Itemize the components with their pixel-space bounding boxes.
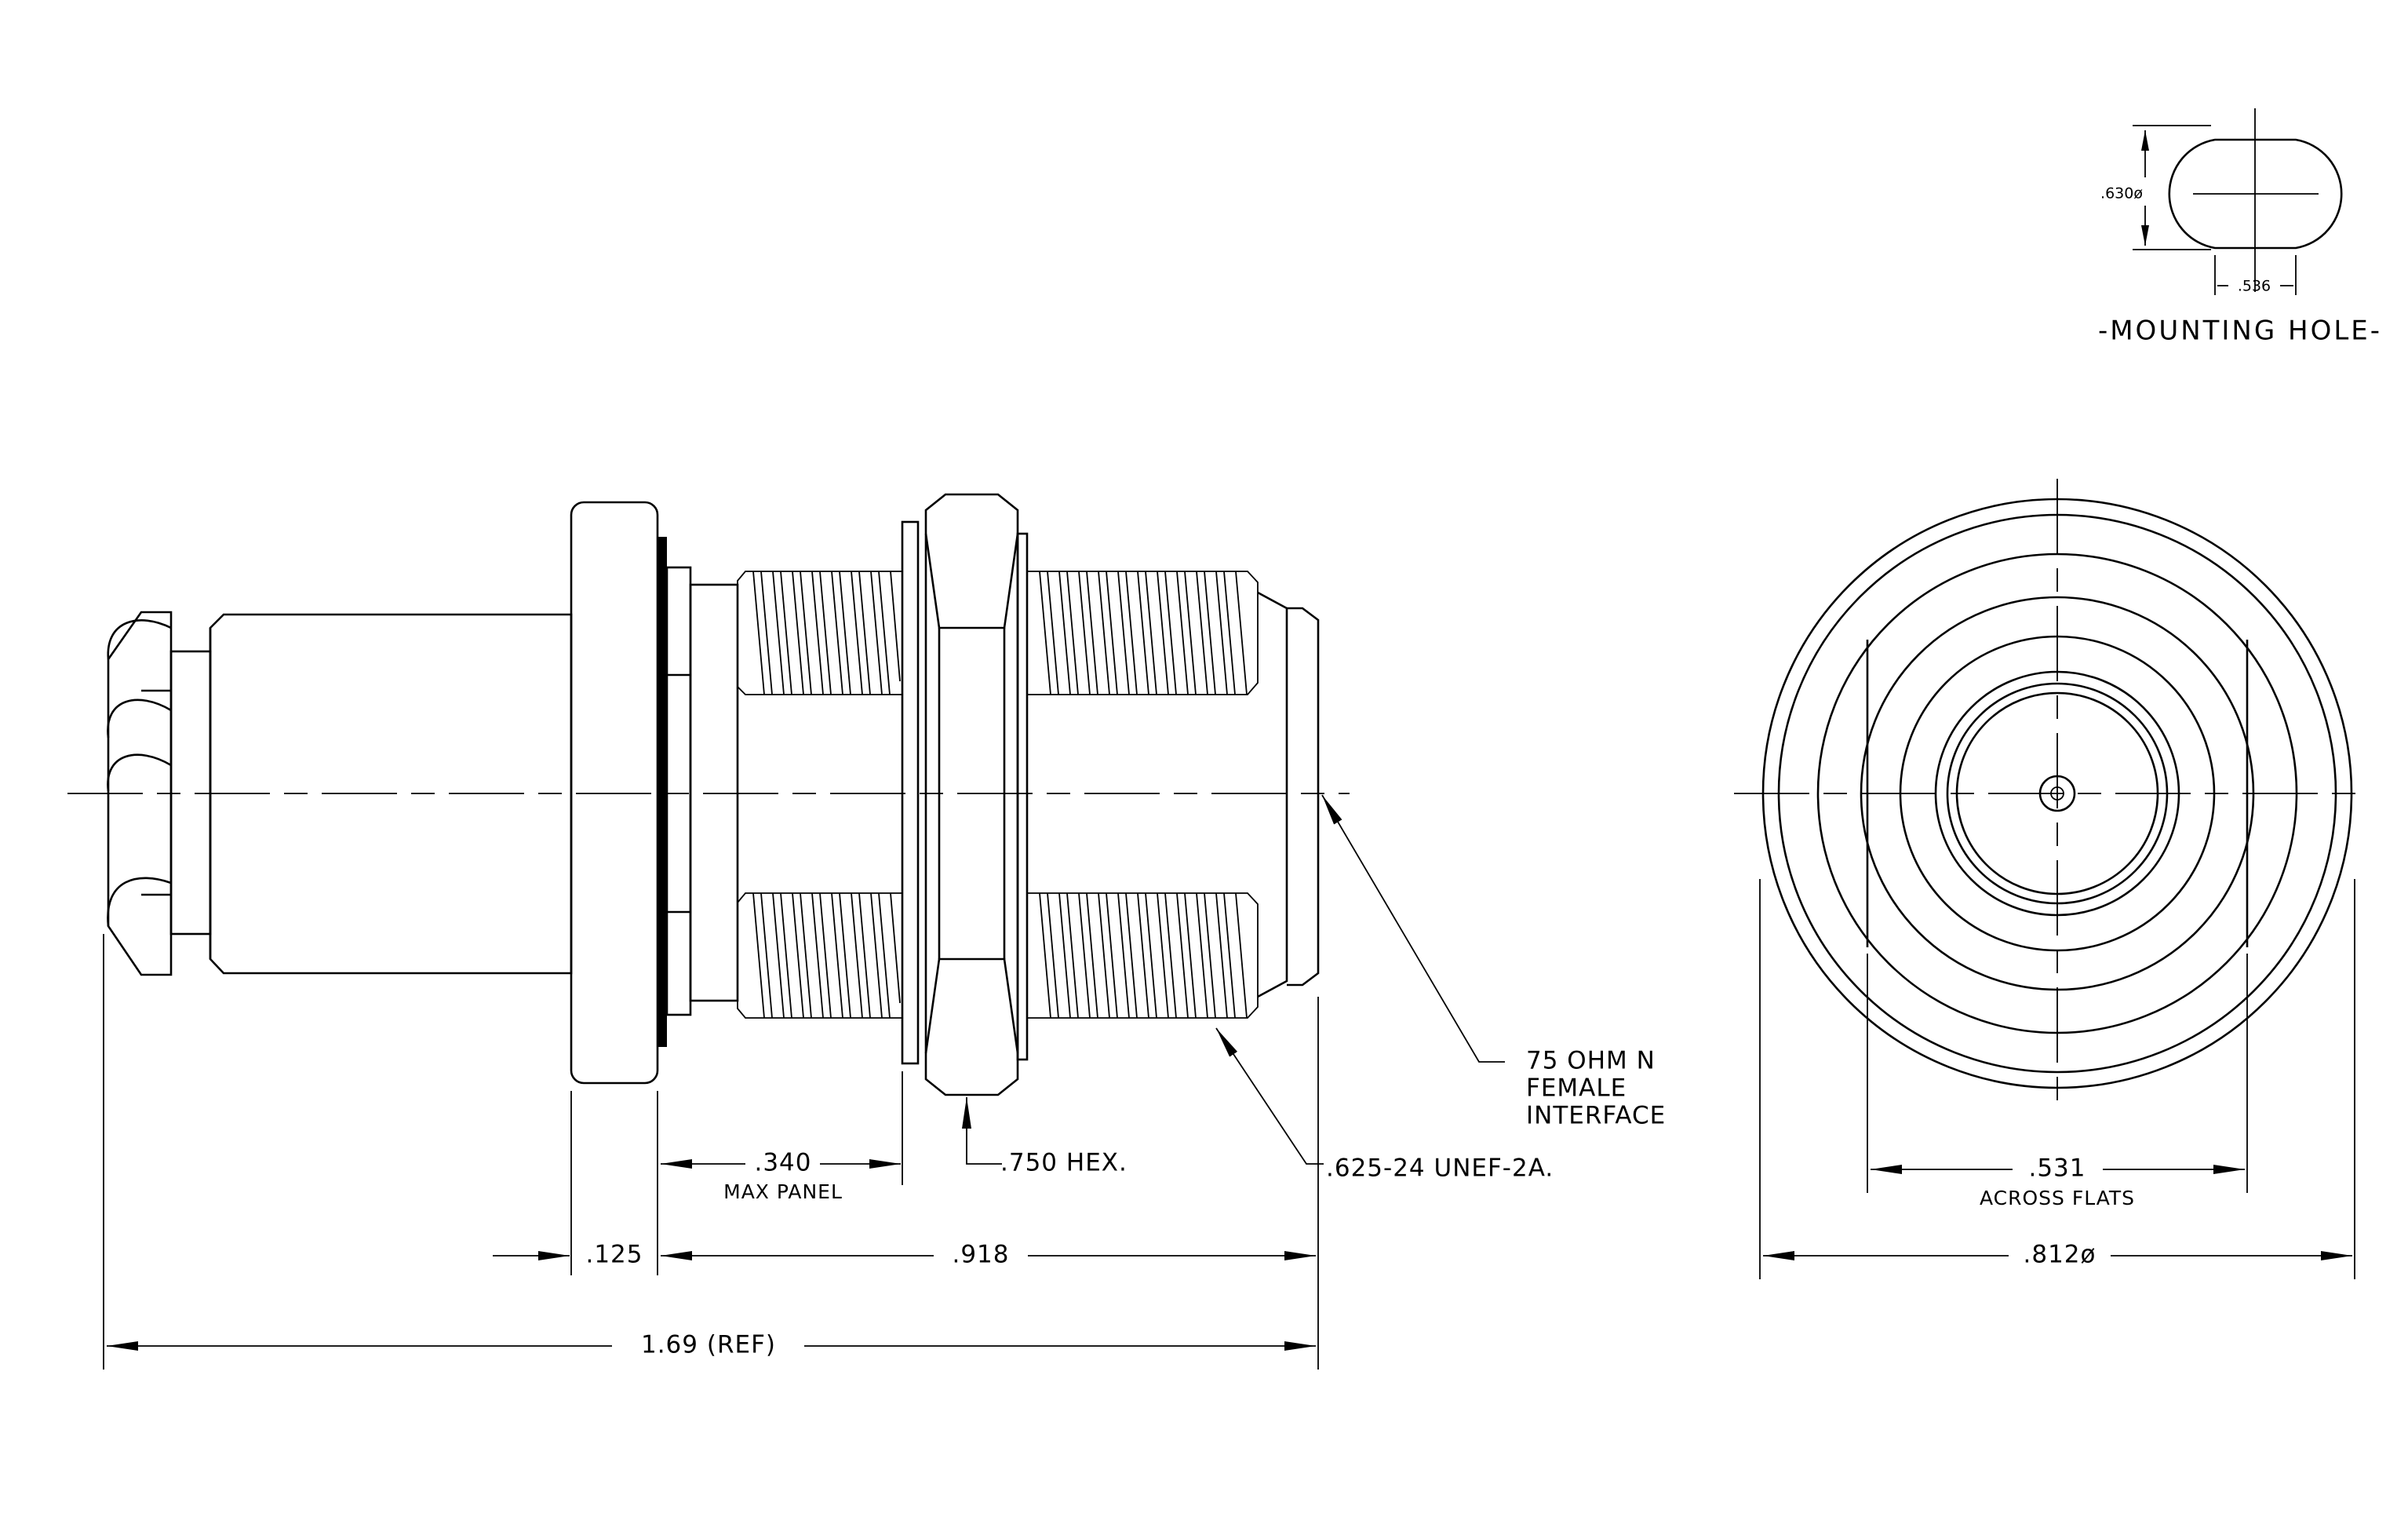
thread-spec-label: .625-24 UNEF-2A.	[1326, 1154, 1554, 1183]
flange-thickness-value: .125	[585, 1241, 643, 1269]
outer-diameter-value: .812ø	[2024, 1241, 2097, 1269]
interface-label-line1: 75 OHM N	[1526, 1047, 1656, 1075]
side-view-connector	[67, 493, 1350, 1096]
panel-thickness-value: .340	[754, 1149, 811, 1177]
across-flats-note: ACROSS FLATS	[1980, 1187, 2135, 1209]
mounting-hole-view	[2133, 108, 2343, 295]
interface-label-line3: INTERFACE	[1526, 1102, 1666, 1130]
interface-label-line2: FEMALE	[1526, 1074, 1627, 1103]
end-view-connector	[1734, 479, 2362, 1107]
overall-length-value: 1.69 (REF)	[641, 1331, 776, 1359]
end-view-dimensions	[1759, 879, 2355, 1279]
mounting-hole-title: -MOUNTING HOLE-	[2098, 316, 2382, 347]
body-length-value: .918	[952, 1241, 1009, 1269]
side-view-dimensions	[103, 794, 1505, 1370]
panel-thickness-note: MAX PANEL	[723, 1180, 843, 1203]
mounting-hole-flats: .536	[2238, 278, 2271, 295]
across-flats-value: .531	[2028, 1154, 2086, 1183]
mounting-hole-diameter: .630ø	[2100, 185, 2143, 202]
hex-size-label: .750 HEX.	[1000, 1149, 1127, 1177]
